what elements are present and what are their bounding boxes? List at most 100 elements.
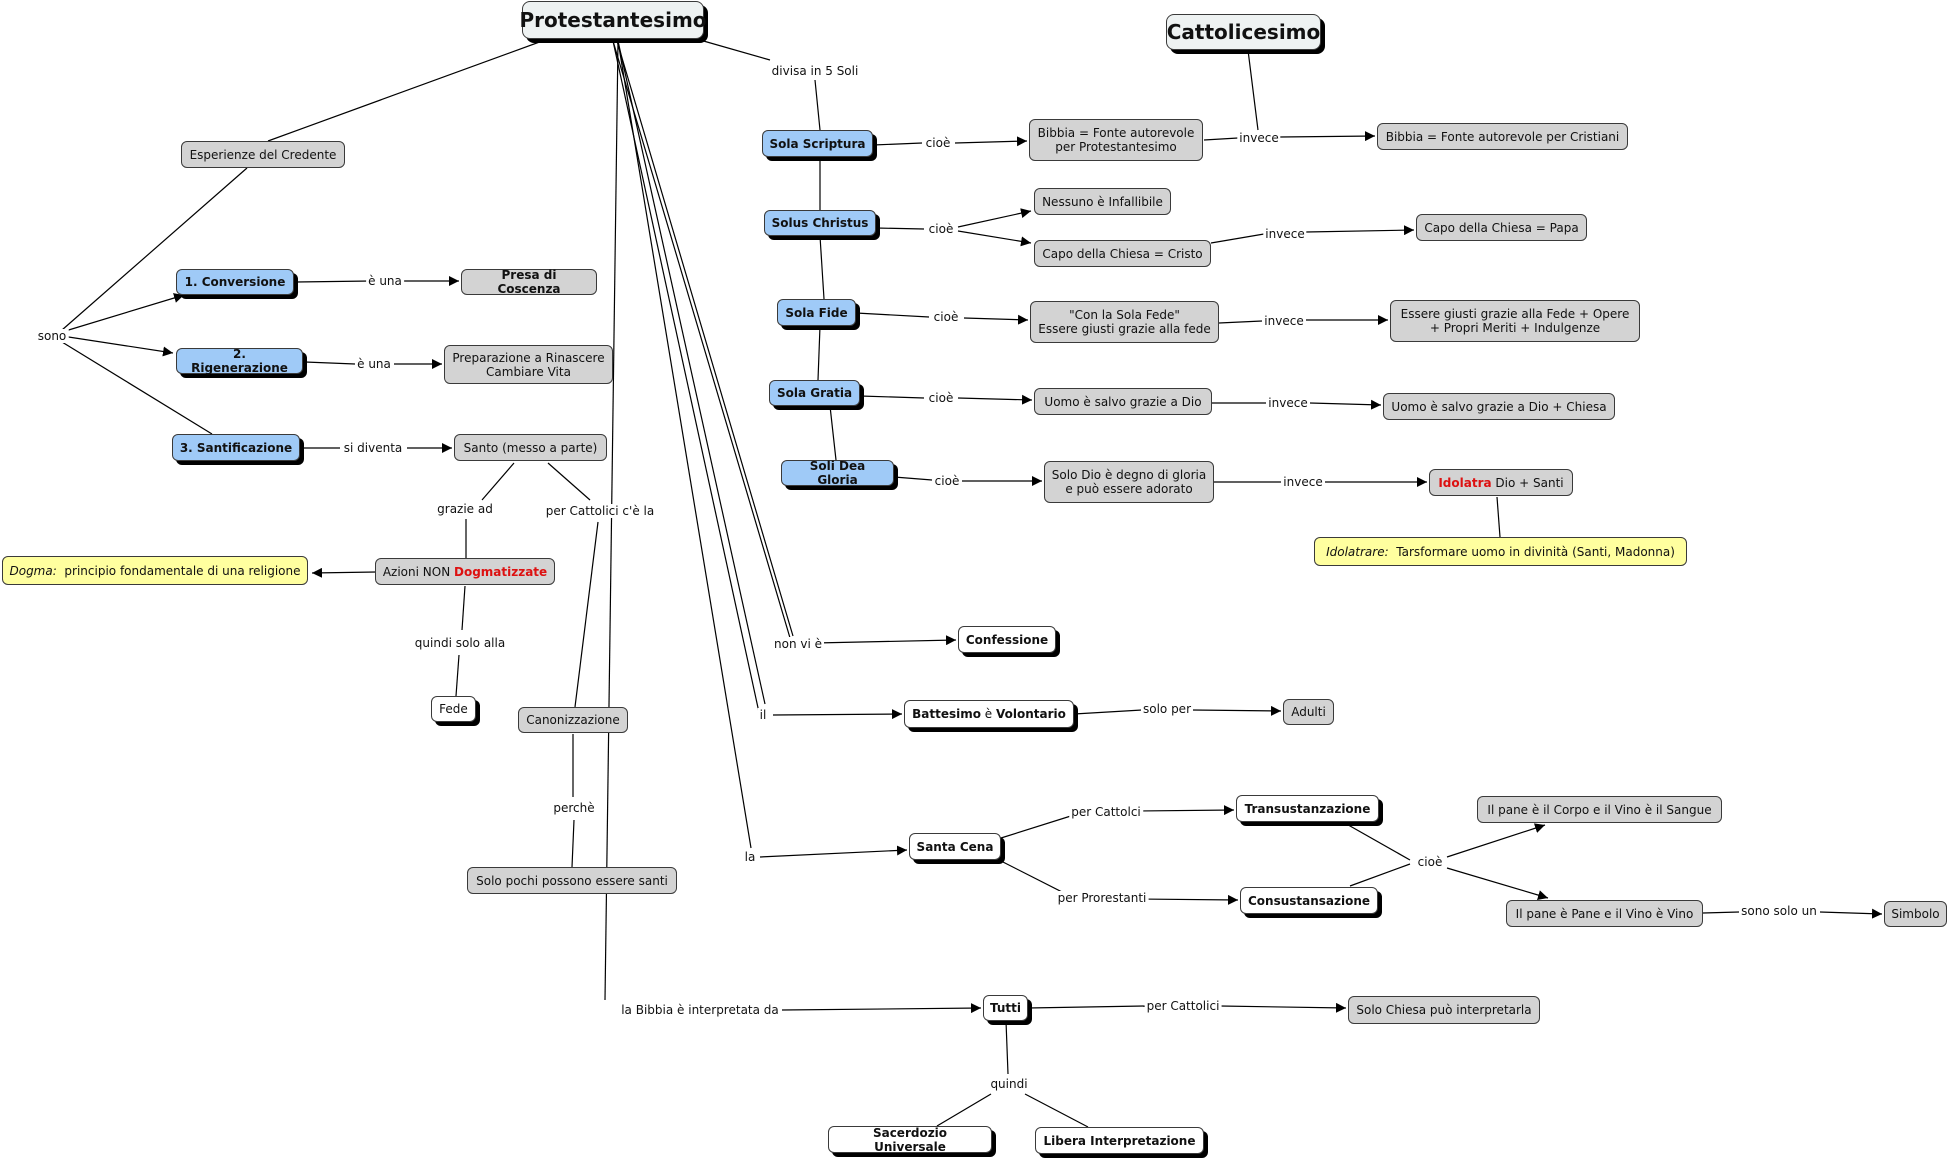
protestantesimo-node[interactable]: Protestantesimo	[519, 1, 707, 39]
connector-line	[617, 40, 752, 849]
connector-line	[819, 235, 825, 300]
connector-line	[481, 462, 515, 501]
label-bibbia-interpretata: la Bibbia è interpretata da	[619, 1003, 781, 1017]
label-per-cattolici-ce: per Cattolici c'è la	[543, 504, 657, 518]
connector-line	[612, 40, 761, 718]
conversione-node[interactable]: 1. Conversione	[176, 269, 294, 295]
label-quindi: quindi	[988, 1077, 1030, 1091]
label-sono: sono	[35, 329, 69, 343]
santo-node[interactable]: Santo (messo a parte)	[454, 434, 607, 461]
connector-line	[814, 635, 957, 646]
label-invece-1: invece	[1237, 131, 1281, 145]
label-per-cattolici: per Cattolici	[1144, 999, 1222, 1013]
label-per-prorestanti: per Prorestanti	[1055, 891, 1149, 905]
idolatrare-text: Tarsformare uomo in divinità (Santi, Mad…	[1388, 544, 1675, 559]
label-la: la	[742, 850, 758, 864]
adulti-node[interactable]: Adulti	[1283, 699, 1334, 725]
sola-fide-node[interactable]: Sola Fide	[777, 299, 856, 326]
simbolo-node[interactable]: Simbolo	[1884, 901, 1947, 927]
connector-line	[699, 39, 771, 61]
connector-line	[61, 341, 213, 435]
connector-line	[954, 136, 1028, 147]
connector-line	[1027, 1005, 1147, 1009]
dogma-label: Dogma:	[9, 563, 57, 578]
solus-christus-node[interactable]: Solus Christus	[764, 210, 876, 236]
capo-papa-node[interactable]: Capo della Chiesa = Papa	[1416, 214, 1587, 241]
salvo-chiesa-node[interactable]: Uomo è salvo grazie a Dio + Chiesa	[1383, 393, 1615, 420]
connector-line	[604, 40, 619, 1001]
label-invece-2: invece	[1263, 227, 1307, 241]
volontario-text: Volontario	[995, 707, 1066, 721]
connector-line	[936, 1093, 992, 1127]
connector-line	[1819, 908, 1883, 919]
battesimo-node[interactable]: Battesimo è Volontario	[904, 700, 1074, 728]
soli-dea-gloria-node[interactable]: Soli Dea Gloria	[781, 459, 894, 487]
sola-scriptura-node[interactable]: Sola Scriptura	[762, 130, 873, 157]
giusti-opere-node[interactable]: Essere giusti grazie alla Fede + Opere +…	[1390, 300, 1640, 342]
connector-line	[1309, 399, 1382, 410]
connector-line	[1342, 821, 1411, 861]
sola-fede-node[interactable]: "Con la Sola Fede" Essere giusti grazie …	[1030, 301, 1219, 343]
dogma-node[interactable]: Dogma: principio fondamentale di una rel…	[2, 556, 308, 585]
label-il: il	[757, 708, 769, 722]
tutti-node[interactable]: Tutti	[983, 995, 1028, 1021]
esperienze-node[interactable]: Esperienze del Credente	[181, 141, 345, 168]
pochi-santi-node[interactable]: Solo pochi possono essere santi	[467, 867, 677, 894]
santificazione-node[interactable]: 3. Santificazione	[172, 434, 300, 461]
azioni-node[interactable]: Azioni NON Dogmatizzate	[375, 558, 555, 585]
connector-line	[1446, 823, 1546, 858]
libera-node[interactable]: Libera Interpretazione	[1035, 1127, 1204, 1154]
connector-line	[957, 208, 1032, 228]
label-solo-per: solo per	[1140, 702, 1194, 716]
idolatra-node[interactable]: Idolatra Dio + Santi	[1429, 469, 1573, 496]
label-invece-3: invece	[1262, 314, 1306, 328]
confessione-node[interactable]: Confessione	[958, 626, 1056, 653]
corpo-sangue-node[interactable]: Il pane è il Corpo e il Vino è il Sangue	[1477, 796, 1722, 823]
connector-line	[875, 227, 925, 230]
connector-line	[893, 476, 933, 481]
connector-line	[61, 293, 185, 333]
idolatrare-node[interactable]: Idolatrare: Tarsformare uomo in divinità…	[1314, 537, 1687, 566]
consustanzazione-node[interactable]: Consustansazione	[1240, 887, 1378, 914]
label-cioe-4: cioè	[926, 391, 956, 405]
nessuno-infallibile-node[interactable]: Nessuno è Infallibile	[1034, 188, 1171, 215]
sola-gratia-node[interactable]: Sola Gratia	[769, 380, 860, 406]
connector-line	[1446, 867, 1549, 900]
solo-dio-node[interactable]: Solo Dio è degno di gloria e può essere …	[1044, 461, 1214, 503]
sacerdozio-node[interactable]: Sacerdozio Universale	[828, 1126, 992, 1154]
label-si-diventa: si diventa	[341, 441, 405, 455]
connector-line	[1349, 863, 1411, 887]
pane-vino-node[interactable]: Il pane è Pane e il Vino è Vino	[1506, 900, 1703, 927]
azioni-prefix: Azioni NON	[382, 564, 454, 579]
battesimo-verb: è	[980, 707, 996, 721]
connector-line	[295, 280, 372, 283]
label-sono-solo-un: sono solo un	[1739, 904, 1819, 918]
label-invece-5: invece	[1281, 475, 1325, 489]
connector-line	[1218, 320, 1263, 324]
label-divisa: divisa in 5 Soli	[769, 64, 861, 78]
canonizzazione-node[interactable]: Canonizzazione	[518, 707, 628, 733]
label-non-vi-e: non vi è	[772, 637, 824, 651]
label-e-una-1: è una	[366, 274, 404, 288]
solo-chiesa-node[interactable]: Solo Chiesa può interpretarla	[1348, 996, 1540, 1024]
preparazione-node[interactable]: Preparazione a Rinascere Cambiare Vita	[444, 345, 613, 384]
connector-line	[829, 405, 837, 461]
battesimo-text: Battesimo	[912, 707, 981, 721]
presa-coscienza-node[interactable]: Presa di Coscenza	[461, 268, 597, 296]
connector-line	[574, 521, 599, 708]
bibbia-prot-node[interactable]: Bibbia = Fonte autorevole per Protestant…	[1029, 119, 1203, 161]
label-e-una-2: è una	[355, 357, 393, 371]
connector-line	[461, 585, 466, 631]
rigenerazione-node[interactable]: 2. Rigenerazione	[176, 347, 303, 375]
capo-cristo-node[interactable]: Capo della Chiesa = Cristo	[1034, 240, 1211, 267]
santa-cena-node[interactable]: Santa Cena	[909, 833, 1001, 860]
bibbia-crist-node[interactable]: Bibbia = Fonte autorevole per Cristiani	[1377, 123, 1628, 150]
cattolicesimo-node[interactable]: Cattolicesimo	[1166, 14, 1321, 50]
fede-node[interactable]: Fede	[431, 696, 476, 722]
salvo-dio-node[interactable]: Uomo è salvo grazie a Dio	[1034, 388, 1212, 415]
connector-line	[1279, 131, 1376, 142]
transustanzazione-node[interactable]: Transustanzazione	[1236, 795, 1379, 822]
connector-line	[814, 79, 821, 131]
